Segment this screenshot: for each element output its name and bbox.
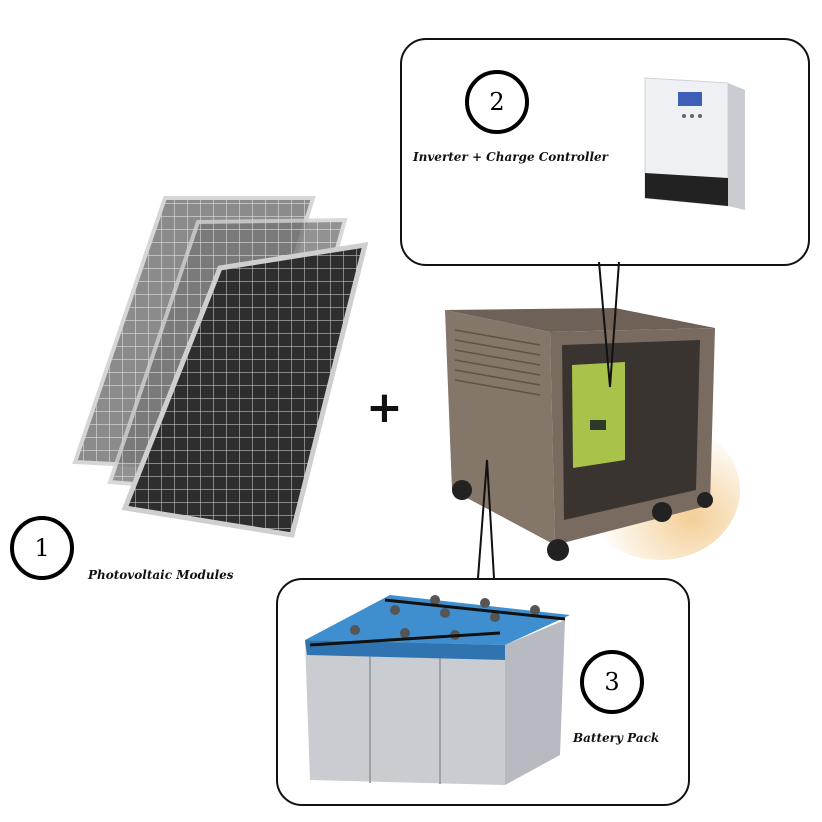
label-photovoltaic: Photovoltaic Modules — [88, 568, 234, 582]
wheel — [697, 492, 713, 508]
cabinet-icon — [445, 308, 740, 561]
solar-panels-icon — [72, 196, 369, 538]
label-battery: Battery Pack — [573, 731, 660, 745]
component-number-3: 3 — [580, 650, 644, 714]
component-number-2: 2 — [465, 70, 529, 134]
battery-icon — [305, 595, 570, 785]
label-inverter: Inverter + Charge Controller — [413, 150, 608, 164]
component-number-1: 1 — [10, 516, 74, 580]
callout-inverter-pointer — [598, 261, 620, 388]
wheel — [652, 502, 672, 522]
solar-panel-front — [121, 241, 369, 538]
wheel — [452, 480, 472, 500]
inverter-green-unit — [572, 362, 625, 468]
wheel — [547, 539, 569, 561]
plus-operator: + — [366, 382, 403, 433]
callout-battery-pointer — [477, 459, 495, 579]
inverter-icon — [644, 77, 745, 210]
